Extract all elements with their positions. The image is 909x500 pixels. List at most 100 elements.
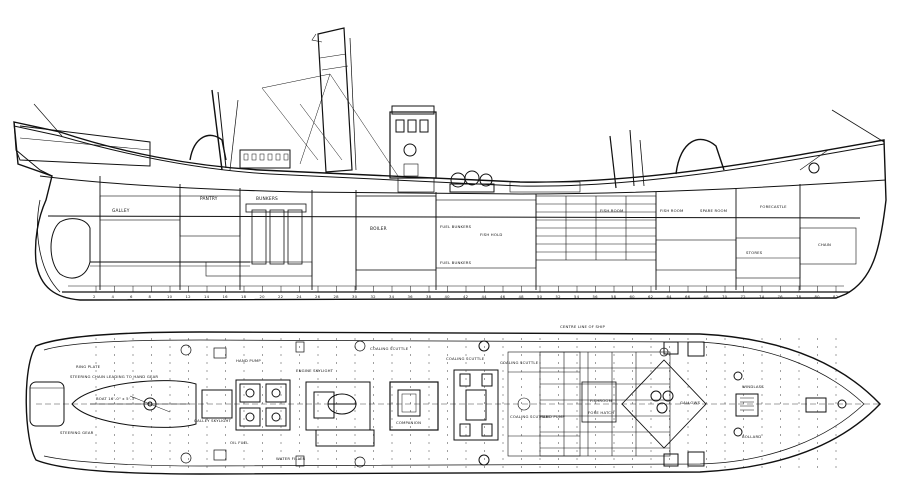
label-rope-plate: RING PLATE: [76, 364, 101, 369]
forestay: [831, 109, 885, 143]
frame-number: 38: [426, 294, 432, 299]
frame-number: 34: [389, 294, 395, 299]
profile-labels: GALLEY PANTRY BUNKERS BOILER FUEL BUNKER…: [112, 196, 831, 265]
steering-box: [29, 381, 65, 427]
wheelhouse-windows: [395, 119, 429, 133]
deck-fittings: [180, 340, 669, 468]
rudder: [50, 218, 91, 279]
frame-number: 82: [833, 294, 839, 299]
frame-number: 80: [815, 294, 821, 299]
frame-number: 26: [315, 294, 321, 299]
frame-number: 74: [759, 294, 765, 299]
label-fish-room-2: FISH ROOM: [660, 208, 683, 213]
aft-compartments: [99, 195, 537, 269]
frame-ticks: [95, 286, 837, 292]
label-coaling-scuttle-3: COALING SCUTTLE: [500, 360, 539, 365]
hull-outline: [13, 121, 887, 301]
label-boiler: BOILER: [370, 226, 387, 232]
label-pantry: PANTRY: [200, 196, 218, 202]
label-galley: GALLEY: [112, 208, 130, 214]
frame-number: 4: [112, 294, 115, 299]
forward-compartments: [655, 227, 857, 279]
frame-number: 32: [371, 294, 377, 299]
frame-number: 40: [445, 294, 451, 299]
frame-number: 48: [519, 294, 525, 299]
fish-room-pounds: [535, 195, 657, 261]
frame-number: 24: [297, 294, 303, 299]
frame-number: 62: [648, 294, 654, 299]
label-galley-skylight: GALLEY SKYLIGHT: [194, 418, 232, 423]
frame-number: 52: [556, 294, 562, 299]
label-chain-locker: CHAIN: [818, 242, 831, 247]
fore-gallows: [675, 138, 725, 175]
frame-number: 66: [685, 294, 691, 299]
label-forecastle: FORECASTLE: [760, 204, 787, 209]
funnel-casing-plan: [305, 381, 375, 447]
foremast: [609, 135, 617, 189]
aft-gallows: [189, 134, 227, 161]
label-coal-bunkers: FUEL BUNKERS: [440, 260, 472, 265]
label-engine-skylight: ENGINE SKYLIGHT: [296, 368, 334, 373]
label-bollard: BOLLARD: [742, 434, 761, 439]
frame-number: 28: [334, 294, 340, 299]
frame-number: 70: [722, 294, 728, 299]
frame-number: 16: [223, 294, 229, 299]
funnel: [317, 27, 353, 173]
frame-number: 64: [667, 294, 673, 299]
bulwark-rail: [13, 125, 885, 187]
frame-number: 18: [241, 294, 247, 299]
frame-number: 2: [93, 294, 96, 299]
frame-number: 6: [130, 294, 133, 299]
plan-labels: CENTRE LINE OF SHIP HAND PUMP COALING SC…: [60, 324, 764, 461]
label-steering-gear: STEERING GEAR: [60, 430, 94, 435]
aft-shelter: [15, 125, 151, 167]
wheelhouse-plan: [389, 381, 439, 431]
frame-number: 50: [537, 294, 543, 299]
frame-number: 10: [167, 294, 173, 299]
label-coaling-scuttle-2: COALING SCUTTLE: [446, 356, 485, 361]
label-windlass: WINDLASS: [742, 384, 764, 389]
plan-frame-ticks: [95, 338, 837, 470]
frame-number: 8: [149, 294, 152, 299]
label-fish-hold: FISH HOLD: [480, 232, 502, 237]
main-deck-line: [39, 175, 887, 195]
trawl-winch: [449, 170, 495, 193]
casing-windows: [243, 153, 289, 161]
boiler-room: [355, 195, 437, 271]
profile-view: [13, 27, 887, 301]
frame-number: 78: [796, 294, 802, 299]
label-spare-room: SPARE ROOM: [700, 208, 727, 213]
frame-number: 22: [278, 294, 284, 299]
frame-number: 20: [260, 294, 266, 299]
label-boat: BOAT 16'-0" x 5'-3": [96, 396, 136, 401]
frame-number: 12: [186, 294, 192, 299]
label-hand-pump-2: HAND PUMP: [540, 414, 565, 419]
frame-number: 56: [593, 294, 599, 299]
label-oil-fuel: OIL FUEL: [230, 440, 249, 445]
label-fishroom: FISHROOM: [590, 398, 612, 403]
frame-number: 68: [704, 294, 710, 299]
label-fuel-bunkers-port: FUEL BUNKERS: [440, 224, 472, 229]
frame-number: 60: [630, 294, 636, 299]
frame-number: 76: [778, 294, 784, 299]
engine-casing: [239, 149, 291, 169]
crew-skylight: [235, 379, 291, 431]
frame-number: 42: [463, 294, 469, 299]
label-fore-hatch: FORE HATCH: [588, 410, 614, 415]
lower-deck-line: [47, 215, 861, 219]
engine-cylinders: [245, 203, 307, 265]
deck-outline: [25, 331, 881, 475]
frame-number: 36: [408, 294, 414, 299]
frame-number: 72: [741, 294, 747, 299]
label-coaling-scuttle-4: COALING SCUTTLE: [510, 414, 549, 419]
label-gallows: GALLOWS: [680, 400, 701, 405]
label-companion: COMPANION: [396, 420, 421, 425]
label-bunkers: BUNKERS: [256, 196, 278, 202]
mizzen-mast: [211, 89, 223, 171]
frame-number: 58: [611, 294, 617, 299]
ships-boat: [71, 380, 197, 428]
fore-deck-gear: [621, 341, 847, 467]
label-coaling-scuttle-1: COALING SCUTTLE: [370, 346, 409, 351]
galley-skylight: [201, 389, 233, 419]
